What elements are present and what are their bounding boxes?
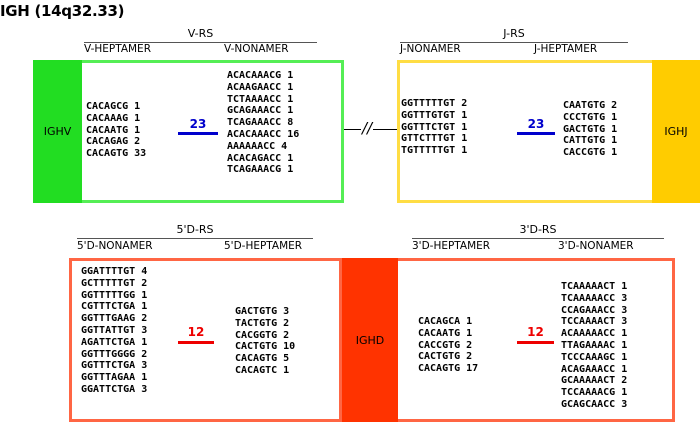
v-heptamer-header: V-HEPTAMER: [84, 43, 151, 55]
v-rs-rule: [84, 42, 317, 43]
d3-rs-group-label: 3'D-RS: [519, 223, 557, 236]
ighv-gene-block: IGHV: [33, 60, 82, 203]
v-spacer-bar: [178, 132, 218, 135]
j-rs-group-label: J-RS: [503, 27, 525, 40]
d5-heptamer-header: 5'D-HEPTAMER: [224, 240, 303, 252]
d5-nonamer-list: GGATTTTGT 4 GCTTTTTGT 2 GGTTTTTGG 1 CGTT…: [81, 266, 148, 395]
d3-rs-box: [398, 258, 675, 422]
j-nonamer-list: GGTTTTTGT 2 GGTTTGTGT 1 GGTTTCTGT 1 GTTC…: [401, 98, 468, 157]
ighv-label: IGHV: [43, 125, 72, 138]
d5-nonamer-header: 5'D-NONAMER: [77, 240, 153, 252]
v-heptamer-list: CACAGCG 1 CACAAAG 1 CACAATG 1 CACAGAG 2 …: [86, 101, 147, 160]
j-spacer-bar: [517, 132, 555, 135]
d5-rs-box: [69, 258, 342, 422]
v-nonamer-list: ACACAAACG 1 ACAAGAACC 1 TCTAAAACC 1 GCAG…: [227, 70, 300, 176]
v-spacer-length: 23: [189, 117, 207, 131]
d3-nonamer-header: 3'D-NONAMER: [558, 240, 634, 252]
d3-heptamer-header: 3'D-HEPTAMER: [412, 240, 491, 252]
v-rs-group-label: V-RS: [187, 27, 214, 40]
j-rs-rule: [400, 42, 628, 43]
page-title: IGH (14q32.33): [0, 2, 125, 20]
d5-spacer-bar: [178, 341, 214, 344]
ighj-label: IGHJ: [664, 125, 688, 138]
j-spacer-length: 23: [527, 117, 545, 131]
ighd-label: IGHD: [355, 333, 385, 347]
ighj-gene-block: IGHJ: [652, 60, 700, 203]
d5-rs-rule: [77, 238, 313, 239]
d3-rs-rule: [412, 238, 664, 239]
d3-heptamer-list: CACAGCA 1 CACAATG 1 CACCGTG 2 CACTGTG 2 …: [418, 316, 479, 375]
v-nonamer-header: V-NONAMER: [224, 43, 289, 55]
d5-heptamer-list: GACTGTG 3 TACTGTG 2 CACGGTG 2 CACTGTG 10…: [235, 306, 296, 376]
d3-spacer-length: 12: [527, 325, 544, 339]
d5-spacer-length: 12: [187, 325, 205, 339]
d5-rs-group-label: 5'D-RS: [176, 223, 214, 236]
d3-spacer-bar: [517, 341, 554, 344]
j-heptamer-list: CAATGTG 2 CCCTGTG 1 GACTGTG 1 CATTGTG 1 …: [563, 100, 618, 159]
d3-nonamer-list: TCAAAAACT 1 TCAAAAACC 3 CCAGAAACC 3 TCCA…: [561, 281, 628, 410]
j-nonamer-header: J-NONAMER: [400, 43, 461, 55]
j-heptamer-header: J-HEPTAMER: [534, 43, 598, 55]
chromosome-break-symbol: //: [361, 118, 374, 138]
ighd-gene-block: IGHD: [342, 258, 398, 422]
